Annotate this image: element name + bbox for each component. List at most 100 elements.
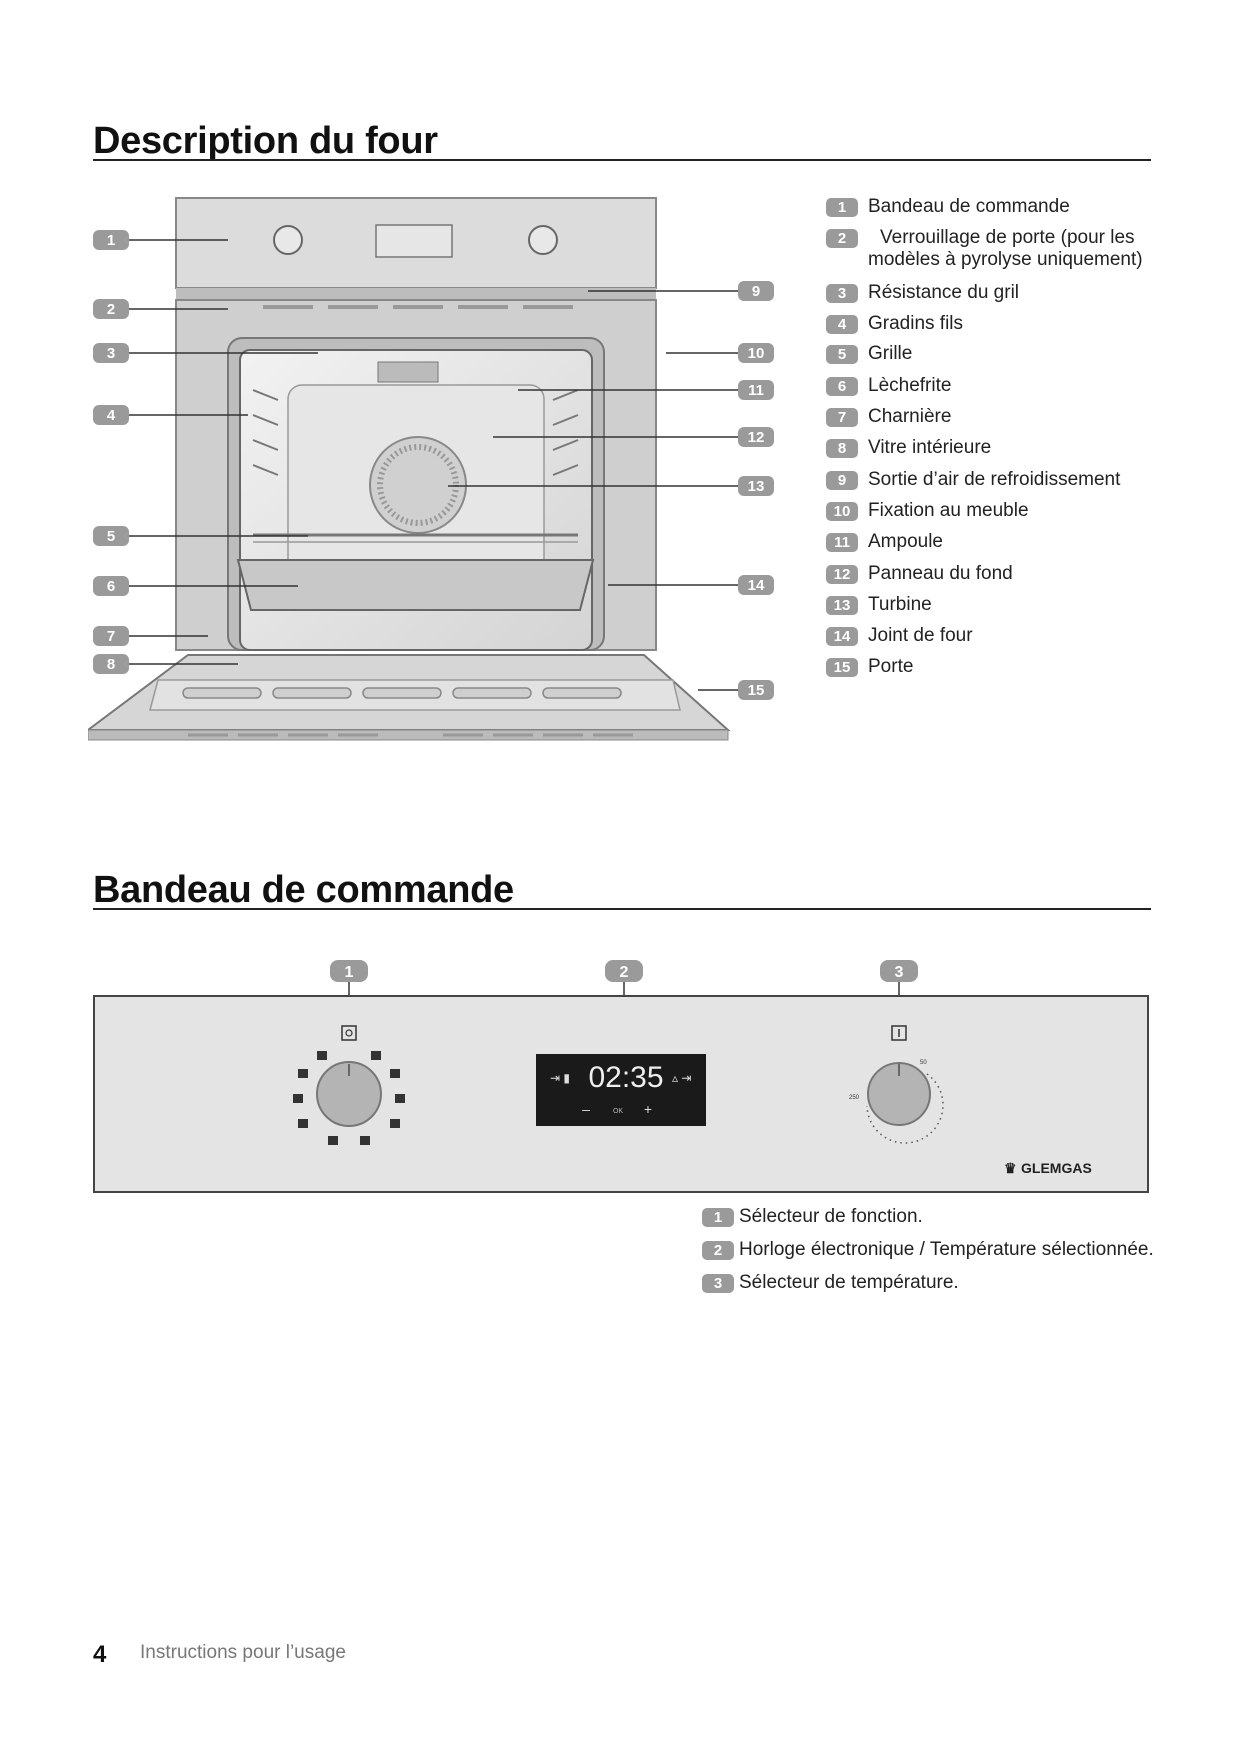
title-rule	[93, 908, 1151, 910]
legend-label: Verrouillage de porte (pour les	[880, 227, 1135, 248]
legend-item: 6 Lèchefrite	[826, 375, 951, 397]
legend-item: 3 Sélecteur de température.	[702, 1272, 959, 1294]
legend-badge: 1	[702, 1208, 734, 1227]
control-panel-diagram: 1 2 3 ⇥ ▮ 02:35 ▵ ⇥ – OK + 50 250	[93, 960, 1149, 1193]
legend-label: Fixation au meuble	[868, 500, 1029, 521]
fan-cover	[369, 436, 467, 534]
legend-badge: 13	[826, 596, 858, 615]
vent-strip	[176, 288, 656, 300]
legend-badge: 14	[826, 627, 858, 646]
display-left-icons: ⇥ ▮	[550, 1071, 570, 1085]
legend-badge: 15	[826, 658, 858, 677]
section-title-control-panel: Bandeau de commande	[93, 869, 514, 911]
temperature-knob[interactable]	[867, 1062, 931, 1126]
legend-item: 12 Panneau du fond	[826, 563, 1013, 585]
display-minus[interactable]: –	[582, 1101, 590, 1117]
section-title-oven-description: Description du four	[93, 120, 438, 162]
callout-5: 5	[107, 528, 115, 545]
display-plus[interactable]: +	[644, 1101, 652, 1117]
legend-label: Turbine	[868, 594, 932, 615]
legend-label: Ampoule	[868, 531, 943, 552]
brand-logo: GLEMGAS	[1021, 1160, 1092, 1176]
legend-item: 13 Turbine	[826, 594, 932, 616]
legend-label: Porte	[868, 656, 914, 677]
legend-badge: 8	[826, 439, 858, 458]
legend-badge: 2	[702, 1241, 734, 1260]
callout-9: 9	[752, 283, 760, 300]
callout-14: 14	[748, 577, 765, 594]
panel-callout-3: 3	[895, 964, 904, 981]
digital-display	[536, 1054, 706, 1126]
legend-label: Vitre intérieure	[868, 437, 992, 458]
knob-right-shape	[528, 225, 558, 255]
callout-7: 7	[107, 628, 115, 645]
panel-callout-1: 1	[345, 964, 354, 981]
knob-left-shape	[273, 225, 303, 255]
crown-logo-icon: ♛	[1004, 1160, 1017, 1176]
legend-badge: 6	[826, 377, 858, 396]
legend-item: 1 Sélecteur de fonction.	[702, 1206, 923, 1228]
legend-label: Sélecteur de fonction.	[739, 1206, 923, 1227]
legend-item: 11 Ampoule	[826, 531, 943, 553]
legend-item: 14 Joint de four	[826, 625, 973, 647]
legend-item: 15 Porte	[826, 656, 913, 678]
legend-badge: 5	[826, 345, 858, 364]
temp-max-label: 250	[849, 1095, 860, 1101]
legend-badge: 2	[826, 229, 858, 248]
legend-badge: 3	[702, 1274, 734, 1293]
display-ok[interactable]: OK	[613, 1108, 623, 1115]
legend-item: 8 Vitre intérieure	[826, 437, 991, 459]
legend-badge: 9	[826, 471, 858, 490]
panel-callout-2: 2	[620, 964, 629, 981]
callout-6: 6	[107, 578, 115, 595]
thermometer-icon	[891, 1025, 907, 1041]
temp-min-label: 50	[920, 1060, 927, 1066]
oven-diagram: 1 2 3 4 5 6 7 8 9 10 11 12 13 14 15	[88, 197, 774, 741]
legend-label: Résistance du gril	[868, 282, 1020, 303]
legend-badge: 4	[826, 315, 858, 334]
legend-badge: 11	[826, 533, 858, 552]
drip-pan-shape	[236, 559, 595, 611]
title-rule	[93, 159, 1151, 161]
legend-label: Horloge électronique / Température sélec…	[739, 1239, 1154, 1260]
temperature-selector[interactable]: 50 250	[849, 1025, 944, 1144]
callout-2: 2	[107, 301, 115, 318]
legend-badge: 12	[826, 565, 858, 584]
callout-10: 10	[748, 345, 765, 362]
callout-3: 3	[107, 345, 115, 362]
callout-4: 4	[107, 407, 116, 424]
legend-item: 7 Charnière	[826, 406, 951, 428]
legend-item: 2 Horloge électronique / Température séle…	[702, 1239, 1154, 1261]
legend-badge: 7	[826, 408, 858, 427]
legend-badge: 10	[826, 502, 858, 521]
display-shape	[375, 224, 453, 258]
function-knob[interactable]	[316, 1061, 382, 1127]
legend-label: Charnière	[868, 406, 952, 427]
callout-15: 15	[748, 682, 765, 699]
legend-label: Gradins fils	[868, 313, 964, 334]
legend-label: Lèchefrite	[868, 375, 952, 396]
callout-11: 11	[748, 382, 764, 399]
callout-13: 13	[748, 478, 765, 495]
lock-key-icon: ▵ ⇥	[672, 1071, 691, 1085]
callout-8: 8	[107, 656, 115, 673]
function-selector[interactable]	[293, 1025, 405, 1145]
power-icon	[341, 1025, 357, 1041]
legend-item: 4 Gradins fils	[826, 313, 963, 335]
legend-badge: 3	[826, 284, 858, 303]
legend-badge: 1	[826, 198, 858, 217]
fan-grille	[377, 444, 459, 526]
footer-text: Instructions pour l’usage	[140, 1642, 346, 1663]
legend-label: Sélecteur de température.	[739, 1272, 959, 1293]
callout-1: 1	[107, 232, 115, 249]
callouts-right: 9 10 11 12 13 14 15	[738, 281, 774, 700]
legend-label-line2: modèles à pyrolyse uniquement)	[868, 249, 1143, 270]
legend-item: 10 Fixation au meuble	[826, 500, 1029, 522]
legend-label: Panneau du fond	[868, 563, 1013, 584]
legend-label: Joint de four	[868, 625, 973, 646]
page-number: 4	[93, 1641, 107, 1668]
